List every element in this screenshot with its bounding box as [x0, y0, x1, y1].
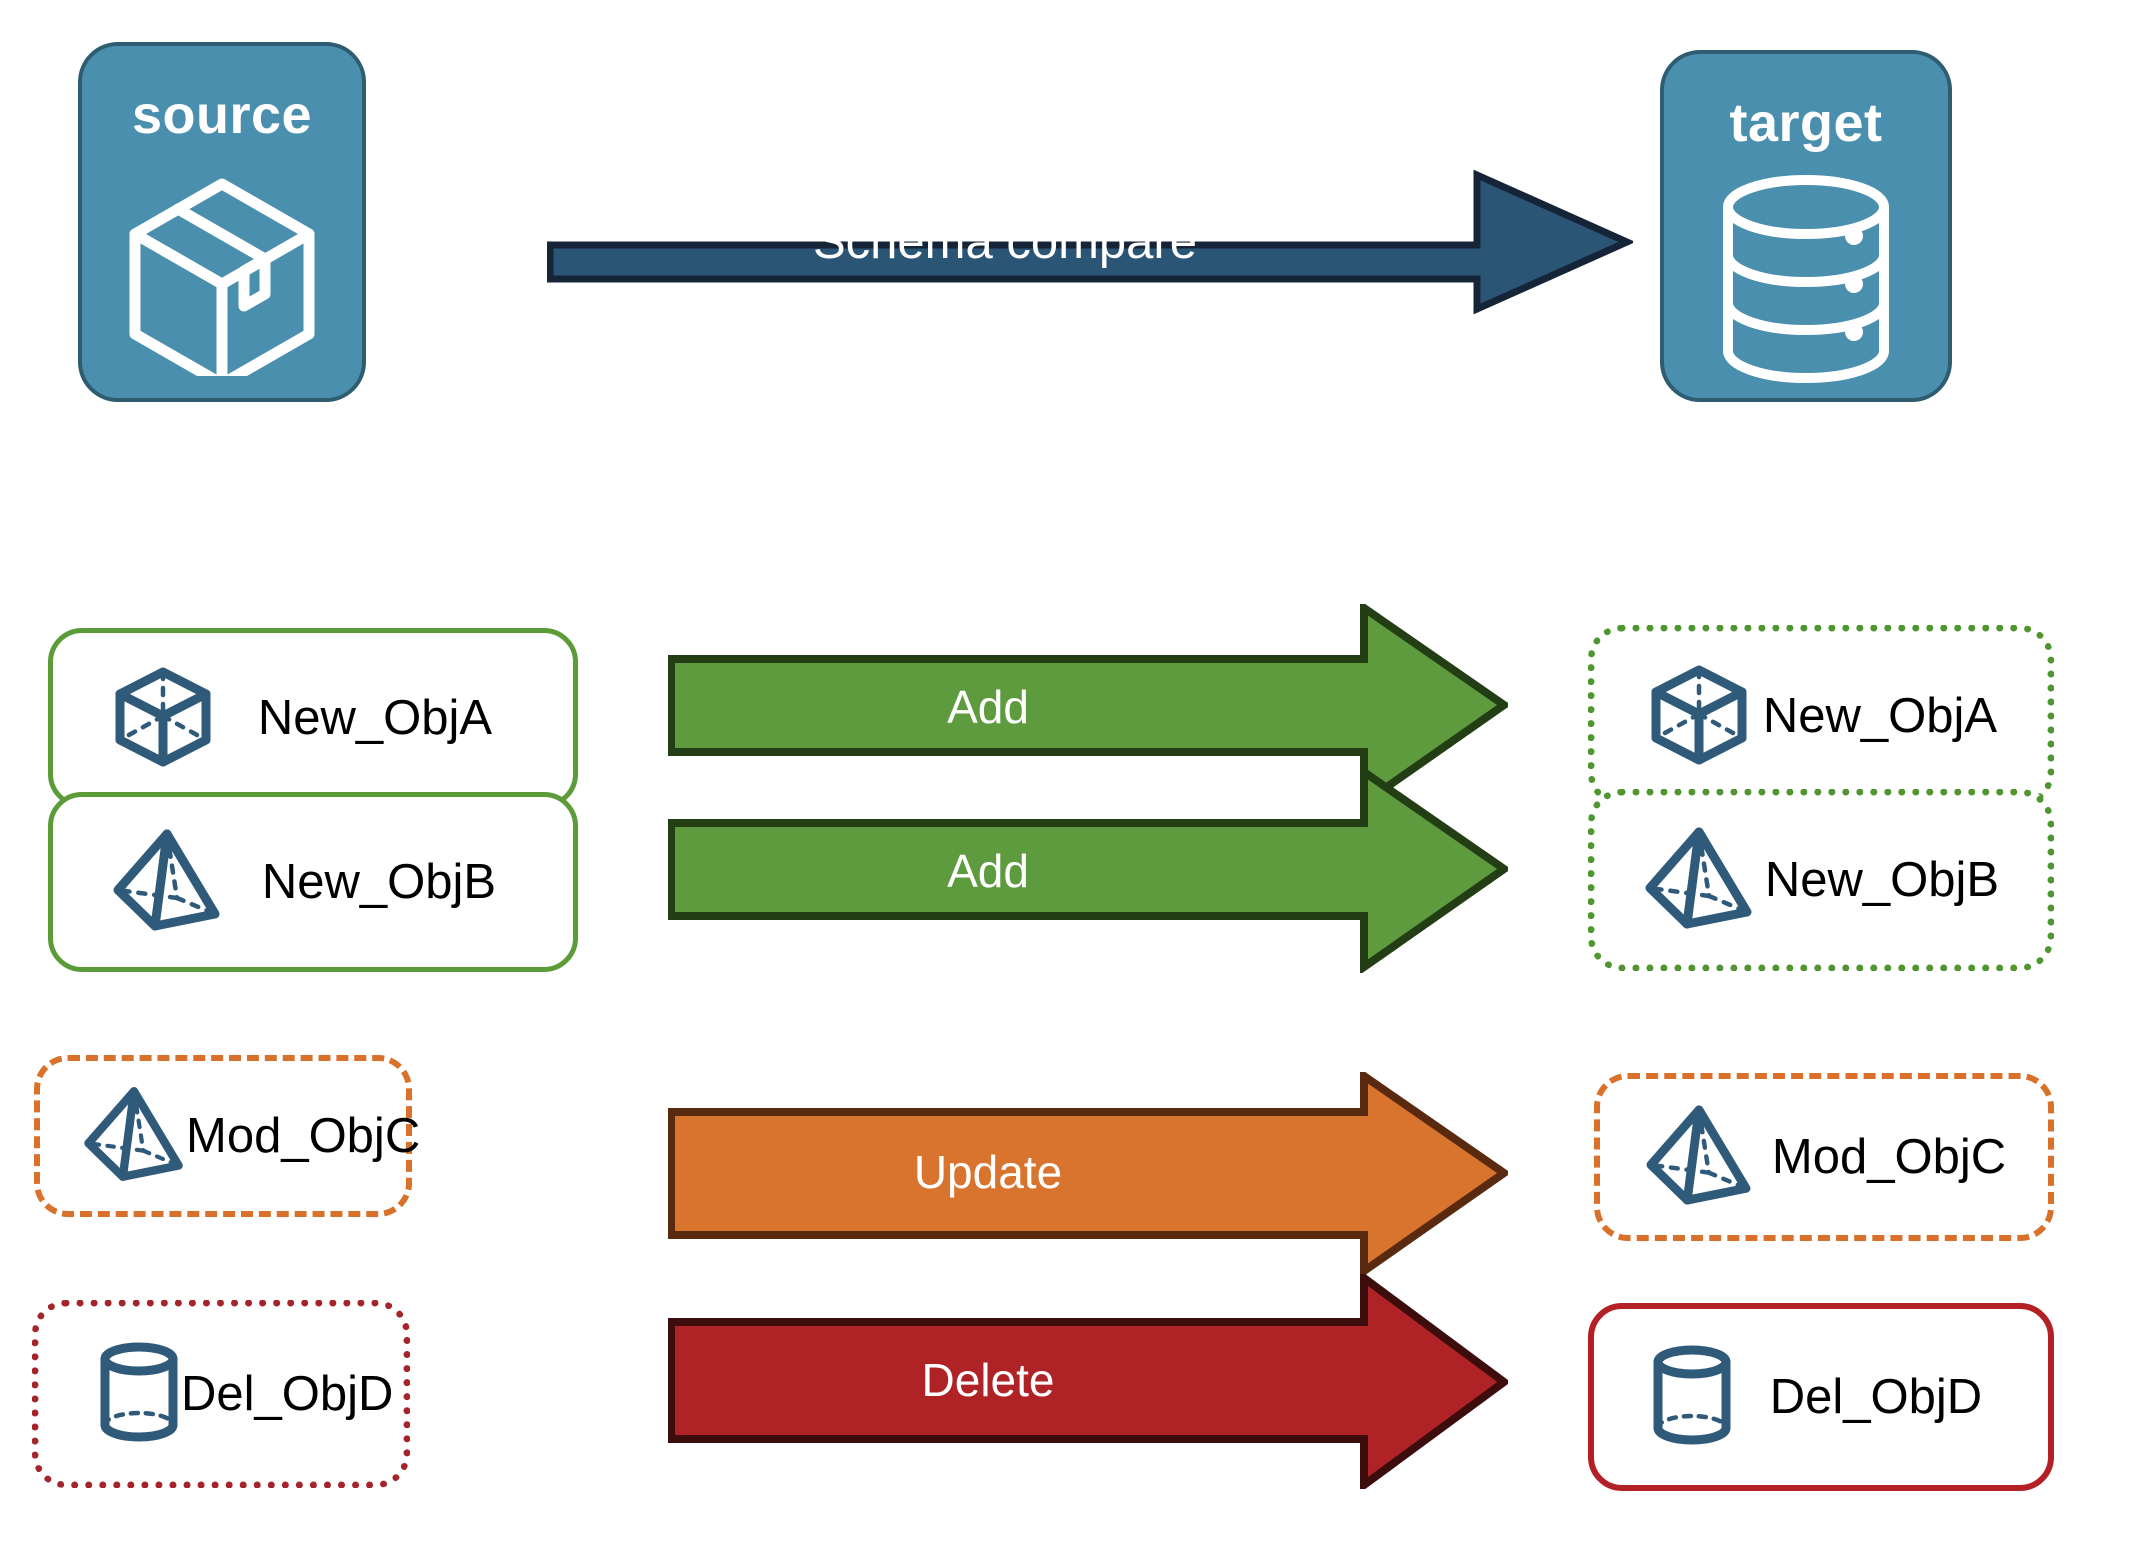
wireframe-pyramid-icon: [1644, 1104, 1754, 1211]
source-object-label: Mod_ObjC: [186, 1108, 421, 1163]
database-cylinder-icon: [1706, 174, 1906, 389]
target-title: target: [1729, 93, 1883, 153]
source-object-label: New_ObjA: [257, 690, 493, 745]
wireframe-cylinder-icon: [1650, 1345, 1734, 1450]
source-object-box[interactable]: New_ObjB: [48, 792, 578, 972]
source-object-label: Del_ObjD: [181, 1366, 394, 1421]
schema-compare-arrow[interactable]: Schema compare: [547, 142, 1633, 342]
target-object-label: Del_ObjD: [1769, 1369, 1983, 1424]
source-object-box[interactable]: Mod_ObjC: [34, 1055, 420, 1217]
wireframe-pyramid-icon: [1643, 826, 1755, 935]
target-object-box[interactable]: Mod_ObjC: [1594, 1073, 2054, 1241]
target-object-box[interactable]: New_ObjA: [1588, 625, 2054, 807]
source-endpoint-card[interactable]: source: [78, 42, 366, 402]
wireframe-pyramid-icon: [111, 828, 223, 937]
update-arrow[interactable]: Update: [668, 1072, 1508, 1277]
wireframe-cube-icon: [111, 664, 215, 773]
target-object-label: New_ObjB: [1764, 852, 2000, 907]
source-object-label: New_ObjB: [261, 854, 497, 909]
target-object-box[interactable]: Del_ObjD: [1588, 1303, 2054, 1491]
source-object-box[interactable]: New_ObjA: [48, 628, 578, 808]
delete-arrow[interactable]: Delete: [668, 1274, 1508, 1489]
wireframe-cylinder-icon: [97, 1342, 181, 1447]
target-object-box[interactable]: New_ObjB: [1588, 789, 2054, 971]
source-object-box[interactable]: Del_ObjD: [32, 1300, 410, 1488]
wireframe-pyramid-icon: [82, 1085, 186, 1188]
target-endpoint-card[interactable]: target: [1660, 50, 1952, 402]
target-object-label: New_ObjA: [1762, 688, 1998, 743]
source-title: source: [131, 85, 313, 145]
target-object-label: Mod_ObjC: [1771, 1129, 2007, 1184]
add-arrow[interactable]: Add: [668, 768, 1508, 973]
package-box-icon: [117, 166, 327, 390]
wireframe-cube-icon: [1647, 662, 1751, 771]
